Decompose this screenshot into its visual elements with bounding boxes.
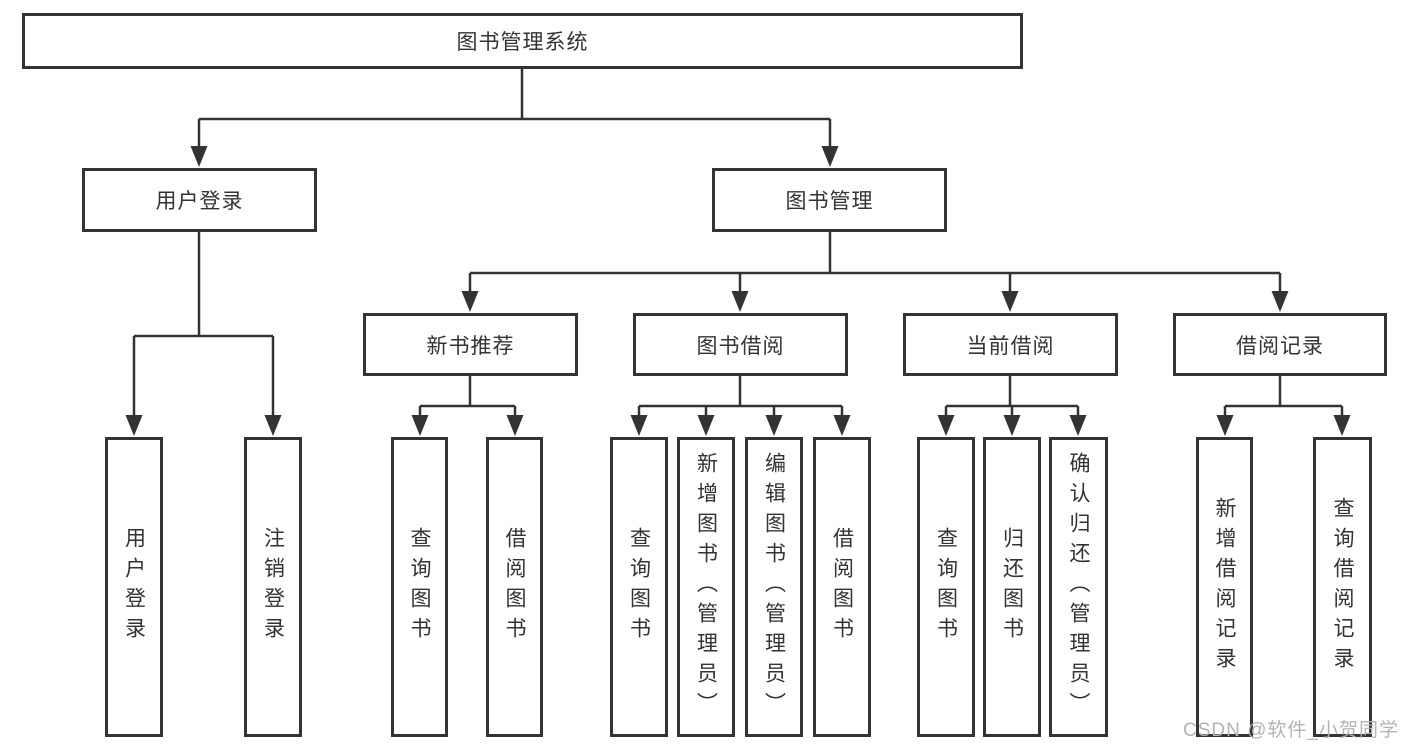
leaf-bb-borrow-books: 借阅图书 bbox=[813, 437, 871, 737]
node-label: 图书管理系统 bbox=[456, 31, 589, 54]
csdn-watermark: CSDN @软件_小贺同学 bbox=[1183, 720, 1399, 741]
node-label: 图书借阅 bbox=[696, 334, 785, 358]
node-user-login: 用户登录 bbox=[82, 168, 317, 232]
node-label: 编辑图书（管理员） bbox=[762, 452, 786, 722]
leaf-rec-borrow-books: 借阅图书 bbox=[486, 437, 543, 737]
node-label: 查询图书 bbox=[627, 527, 651, 647]
node-label: 新增图书（管理员） bbox=[694, 452, 718, 722]
leaf-cb-confirm-return-admin: 确认归还（管理员） bbox=[1049, 437, 1108, 737]
leaf-bb-edit-books-admin: 编辑图书（管理员） bbox=[745, 437, 803, 737]
node-label: 归还图书 bbox=[1000, 527, 1024, 647]
node-borrowing-records: 借阅记录 bbox=[1173, 313, 1387, 376]
node-label: 用户登录 bbox=[122, 527, 146, 647]
leaf-bb-query-books: 查询图书 bbox=[610, 437, 668, 737]
node-label: 查询借阅记录 bbox=[1331, 497, 1354, 677]
leaf-cb-return-books: 归还图书 bbox=[983, 437, 1041, 737]
node-label: 新增借阅记录 bbox=[1213, 497, 1236, 677]
leaf-logout: 注销登录 bbox=[244, 437, 302, 737]
node-label: 确认归还（管理员） bbox=[1067, 452, 1090, 722]
node-label: 查询图书 bbox=[934, 527, 958, 647]
node-label: 用户登录 bbox=[155, 190, 244, 213]
leaf-user-login: 用户登录 bbox=[105, 437, 163, 737]
node-new-book-recommendation: 新书推荐 bbox=[363, 313, 578, 376]
leaf-cb-query-books: 查询图书 bbox=[917, 437, 975, 737]
node-label: 借阅图书 bbox=[830, 527, 854, 647]
node-book-borrowing: 图书借阅 bbox=[633, 313, 848, 376]
node-label: 查询图书 bbox=[408, 527, 431, 647]
node-label: 注销登录 bbox=[261, 527, 285, 647]
node-label: 当前借阅 bbox=[966, 334, 1055, 358]
leaf-br-query-record: 查询借阅记录 bbox=[1313, 437, 1372, 737]
node-label: 借阅图书 bbox=[503, 527, 526, 647]
node-label: 图书管理 bbox=[785, 190, 874, 213]
node-current-borrowing: 当前借阅 bbox=[903, 313, 1118, 376]
leaf-rec-query-books: 查询图书 bbox=[391, 437, 448, 737]
leaf-bb-add-books-admin: 新增图书（管理员） bbox=[677, 437, 735, 737]
leaf-br-add-record: 新增借阅记录 bbox=[1196, 437, 1253, 737]
node-label: 借阅记录 bbox=[1236, 334, 1324, 358]
tree-edges bbox=[132, 69, 1344, 420]
node-book-management: 图书管理 bbox=[712, 168, 947, 232]
node-label: 新书推荐 bbox=[426, 334, 515, 358]
arrowheads bbox=[125, 146, 1351, 436]
node-library-management-system: 图书管理系统 bbox=[22, 13, 1023, 69]
